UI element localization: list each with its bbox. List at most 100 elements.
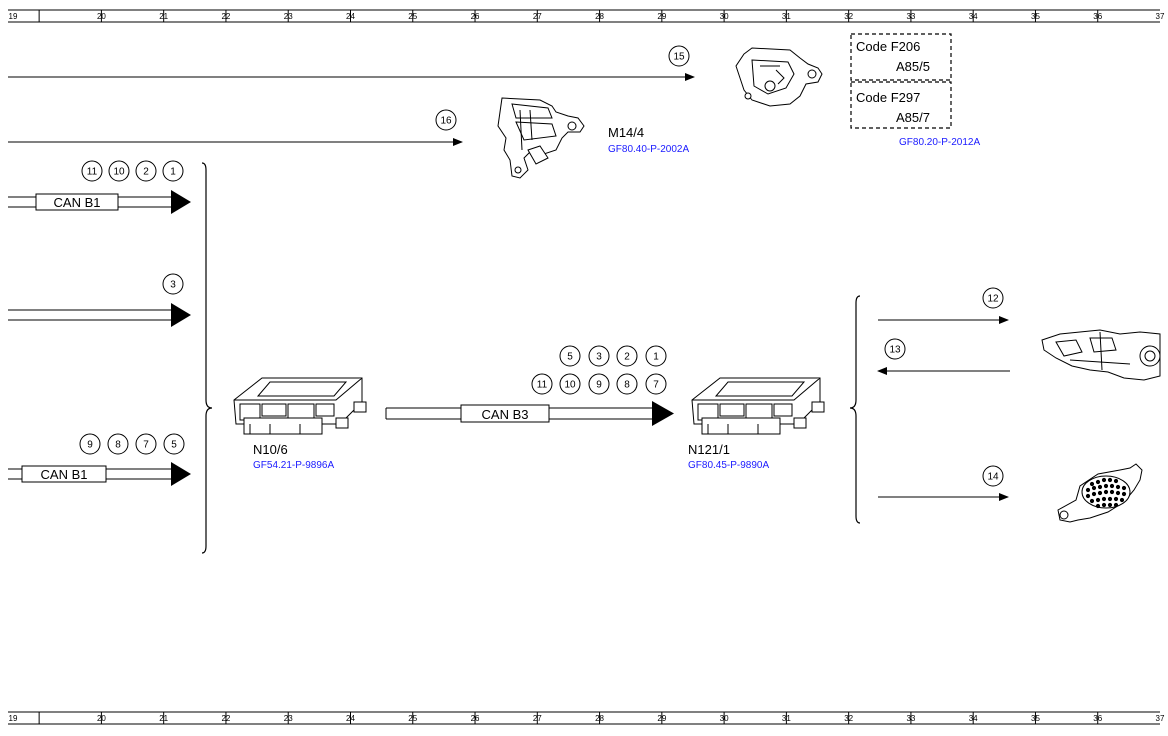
can-b1-top-signals: 11 10 2 1 — [81, 160, 184, 182]
can-b3-bus: CAN B3 — [385, 401, 674, 426]
signal-10-number: 10 — [113, 167, 125, 178]
signal-16-number: 16 — [440, 116, 452, 127]
signal-15-number: 15 — [673, 52, 685, 63]
m14-4-ref-link[interactable]: GF80.40-P-2002A — [608, 144, 689, 155]
signal-1-number: 1 — [170, 167, 176, 178]
bottom-ruler-number: 25 — [408, 714, 417, 723]
signal-5-number: 5 — [171, 440, 177, 451]
top-ruler-number: 22 — [221, 12, 230, 21]
signal-14-number: 14 — [987, 472, 999, 483]
signal-3-number: 3 — [596, 352, 602, 363]
can-b3-signals-row1: 5 3 2 1 — [559, 345, 667, 367]
n121-1-ref-link[interactable]: GF80.45-P-9890A — [688, 460, 769, 471]
signal-11-number: 11 — [537, 380, 548, 391]
signal-15-badge: 15 — [668, 45, 690, 67]
signal-2-number: 2 — [143, 167, 149, 178]
bottom-ruler: 19 20 21 22 23 24 25 26 27 28 29 30 31 32 33 34 35 36 37 — [8, 711, 1165, 725]
top-ruler-number: 28 — [595, 12, 604, 21]
bottom-ruler-number: 27 — [533, 714, 542, 723]
signal-8-number: 8 — [624, 380, 630, 391]
can-b1-bottom-signals: 9 8 7 5 — [79, 433, 185, 455]
top-ruler-number: 35 — [1031, 12, 1040, 21]
bottom-ruler-number: 23 — [284, 714, 293, 723]
left-brace — [201, 162, 213, 554]
a85-code-group: Code F206 A85/5 Code F297 A85/7 — [850, 33, 952, 129]
can-b1-bottom-bus: CAN B1 — [8, 462, 191, 486]
top-ruler-number: 29 — [657, 12, 666, 21]
top-ruler-number: 21 — [159, 12, 168, 21]
can-b3-label: CAN B3 — [482, 407, 529, 422]
signal-11-number: 11 — [87, 167, 98, 178]
a85-lock-icon — [735, 47, 823, 107]
top-ruler-number: 26 — [471, 12, 480, 21]
n10-6-label: N10/6 — [253, 442, 288, 457]
buzzer-icon — [1057, 463, 1143, 523]
signal-7-number: 7 — [143, 440, 149, 451]
top-ruler-number: 33 — [906, 12, 915, 21]
bottom-ruler-number: 36 — [1093, 714, 1102, 723]
top-ruler-number: 30 — [720, 12, 729, 21]
n10-6-module-icon — [233, 377, 367, 435]
signal-9-number: 9 — [87, 440, 93, 451]
signal-14-line: 14 — [878, 465, 1009, 501]
signal-5-number: 5 — [567, 352, 573, 363]
can-b3-signals-row2: 11 10 9 8 7 — [531, 373, 667, 395]
signal-13-number: 13 — [889, 345, 901, 356]
m14-4-actuator-icon — [497, 97, 585, 179]
signal-13-line: 13 — [877, 338, 1010, 375]
top-ruler-number: 32 — [844, 12, 853, 21]
bottom-ruler-number: 33 — [906, 714, 915, 723]
bottom-ruler-number: 31 — [782, 714, 791, 723]
top-ruler-number: 19 — [9, 12, 18, 21]
signal-3-number: 3 — [170, 280, 176, 291]
bottom-ruler-number: 30 — [720, 714, 729, 723]
top-ruler-number: 25 — [408, 12, 417, 21]
a85-5-label: A85/5 — [896, 59, 930, 74]
signal-3-bus: 3 — [8, 273, 191, 327]
a85-ref-link[interactable]: GF80.20-P-2012A — [899, 137, 980, 148]
a85-7-label: A85/7 — [896, 110, 930, 125]
bottom-ruler-number: 29 — [657, 714, 666, 723]
signal-10-number: 10 — [564, 380, 576, 391]
bottom-ruler-number: 21 — [159, 714, 168, 723]
top-ruler-number: 20 — [97, 12, 106, 21]
top-ruler-number: 34 — [969, 12, 978, 21]
top-ruler: 19 20 21 22 23 24 25 26 27 28 29 30 31 32 33 34 35 36 37 — [8, 9, 1165, 23]
n10-6-ref-link[interactable]: GF54.21-P-9896A — [253, 460, 334, 471]
signal-8-number: 8 — [115, 440, 121, 451]
signal-12-line: 12 — [878, 287, 1009, 324]
bottom-ruler-number: 22 — [221, 714, 230, 723]
top-ruler-number: 37 — [1156, 12, 1165, 21]
bottom-ruler-number: 37 — [1156, 714, 1165, 723]
bottom-ruler-number: 32 — [844, 714, 853, 723]
bottom-ruler-number: 19 — [9, 714, 18, 723]
signal-9-number: 9 — [596, 380, 602, 391]
n121-1-module-icon — [691, 377, 825, 435]
can-b1-bottom-label: CAN B1 — [41, 467, 88, 482]
top-ruler-number: 31 — [782, 12, 791, 21]
bottom-ruler-number: 20 — [97, 714, 106, 723]
top-ruler-number: 23 — [284, 12, 293, 21]
signal-1-number: 1 — [653, 352, 659, 363]
code-f206-label: Code F206 — [856, 39, 920, 54]
bottom-ruler-number: 24 — [346, 714, 355, 723]
bottom-ruler-number: 34 — [969, 714, 978, 723]
signal-7-number: 7 — [653, 380, 659, 391]
can-b1-top-bus: CAN B1 — [8, 190, 191, 214]
can-b1-top-label: CAN B1 — [54, 195, 101, 210]
right-brace — [849, 295, 861, 524]
signal-16-badge: 16 — [435, 109, 457, 131]
top-ruler-number: 36 — [1093, 12, 1102, 21]
right-actuator-icon — [1041, 329, 1161, 381]
bottom-ruler-number: 28 — [595, 714, 604, 723]
bottom-ruler-number: 35 — [1031, 714, 1040, 723]
bottom-ruler-number: 26 — [471, 714, 480, 723]
signal-2-number: 2 — [624, 352, 630, 363]
code-f297-label: Code F297 — [856, 90, 920, 105]
n121-1-label: N121/1 — [688, 442, 730, 457]
top-ruler-number: 24 — [346, 12, 355, 21]
m14-4-label: M14/4 — [608, 125, 644, 140]
top-ruler-number: 27 — [533, 12, 542, 21]
signal-12-number: 12 — [987, 294, 999, 305]
